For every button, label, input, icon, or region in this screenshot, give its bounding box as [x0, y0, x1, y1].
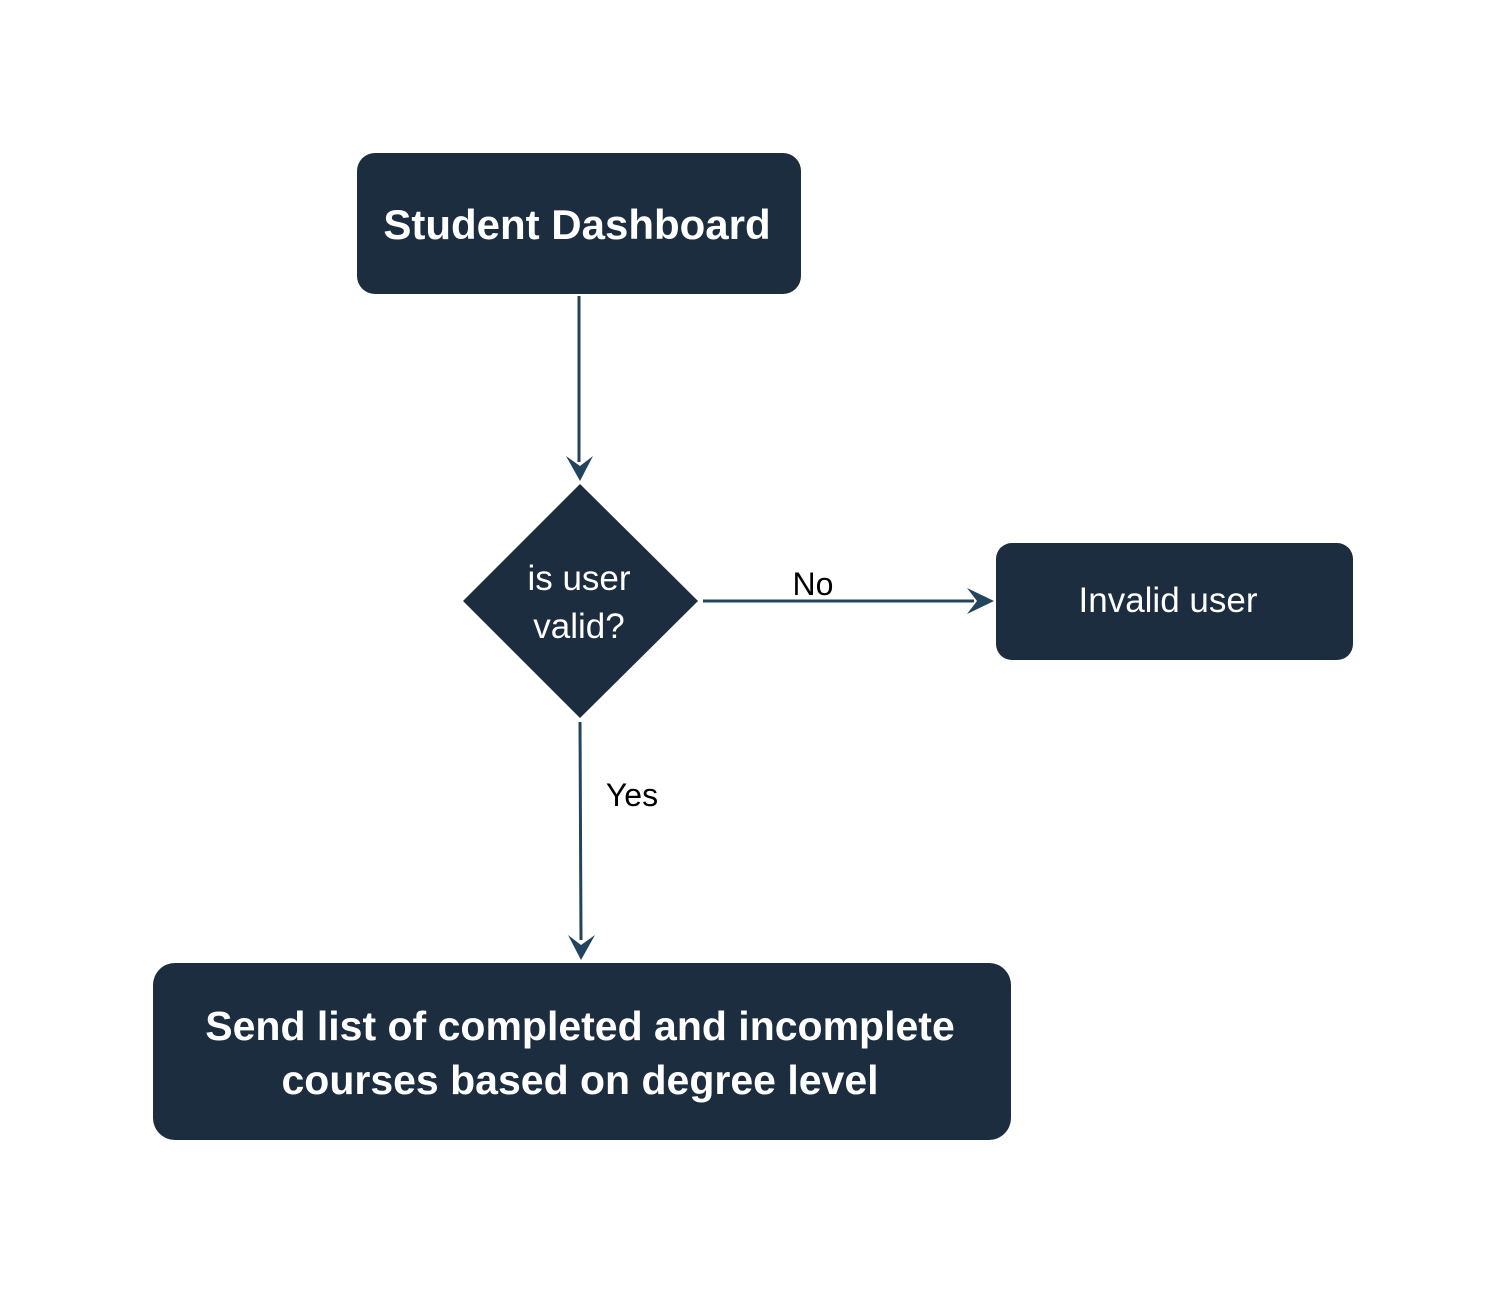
edge-label-no: No: [793, 566, 834, 602]
decision-label-line-1: is user: [527, 559, 630, 598]
edge-dashboard-to-decision: [566, 296, 593, 481]
node-decision-is-user-valid[interactable]: is user valid?: [463, 484, 698, 718]
arrowhead-icon: [568, 935, 595, 960]
decision-label-line-2: valid?: [533, 607, 624, 646]
send-list-label-line-2: courses based on degree level: [281, 1057, 878, 1103]
node-student-dashboard-label: Student Dashboard: [383, 201, 770, 248]
node-student-dashboard[interactable]: Student Dashboard: [357, 153, 801, 294]
node-invalid-user-label: Invalid user: [1079, 581, 1258, 620]
send-list-label-line-1: Send list of completed and incomplete: [205, 1003, 955, 1049]
arrowhead-icon: [566, 456, 593, 481]
node-send-list[interactable]: Send list of completed and incomplete co…: [153, 963, 1011, 1140]
edge-no-to-invalid-user: No: [703, 566, 994, 614]
edge-label-yes: Yes: [606, 777, 658, 813]
edge-yes-to-send-list: Yes: [568, 721, 658, 960]
arrowhead-icon: [967, 588, 994, 614]
node-invalid-user[interactable]: Invalid user: [996, 543, 1353, 660]
